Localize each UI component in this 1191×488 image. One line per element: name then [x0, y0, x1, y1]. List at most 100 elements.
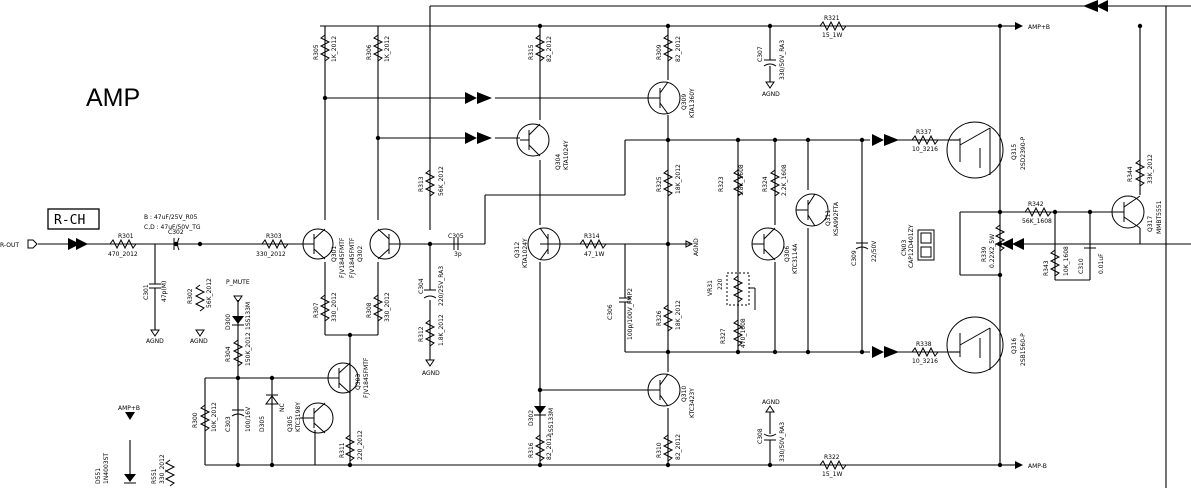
r301-value: 470_2012	[108, 251, 138, 258]
channel-tag: R-CH	[54, 213, 85, 228]
q304-value: KTA1024Y	[563, 140, 570, 170]
r342-label: R342	[1028, 201, 1044, 208]
c308-value: 330/50V_RA3	[779, 422, 786, 462]
q305-value: KTC3198Y	[295, 402, 302, 432]
q305-symbol	[300, 402, 334, 434]
r300-label: R300	[192, 412, 199, 428]
c308-label: C308	[757, 428, 764, 444]
r337-symbol	[911, 134, 939, 146]
agnd-label-q312: AGND	[693, 238, 700, 256]
r323-value: 1.8K_1608	[738, 164, 745, 196]
r308-label: R308	[366, 302, 373, 318]
c306-symbol	[619, 244, 668, 353]
c309-label: C309	[851, 250, 858, 266]
q306-label: Q306	[784, 246, 791, 262]
r313-value: 56K_2012	[438, 166, 445, 196]
r344-value: 33K_2012	[1147, 154, 1154, 184]
r321-symbol	[819, 20, 847, 32]
c307-symbol	[763, 59, 777, 82]
q311-symbol	[795, 193, 829, 227]
r325-symbol	[662, 169, 674, 197]
r338-label: R338	[916, 341, 932, 348]
r339-value: 0.22X2_5W	[989, 234, 996, 268]
r324-label: R324	[762, 176, 769, 192]
q304-symbol	[516, 123, 550, 157]
d305-label: D305	[259, 416, 266, 432]
q312-value: KTA1024Y	[522, 238, 529, 268]
r327-label: R327	[720, 328, 727, 344]
r338-value: 10_3216	[912, 358, 938, 365]
r300-value: 10K_2012	[211, 402, 218, 432]
q301-value: FJV1845FMTF	[339, 237, 346, 278]
q315-symbol	[946, 121, 1004, 179]
d305-value: NC	[279, 403, 286, 412]
r309-value: 82_2012	[675, 36, 682, 62]
q311-label: Q311	[825, 210, 832, 226]
r306-symbol	[372, 34, 384, 62]
q312-symbol	[527, 227, 561, 261]
d302-value: 1SS133M	[548, 408, 555, 436]
r321-value: 15_1W	[822, 32, 842, 39]
r338-symbol	[911, 346, 939, 358]
c310-symbol	[1084, 243, 1096, 249]
r311-symbol	[344, 434, 356, 462]
r312-label: R312	[418, 326, 425, 342]
channel-tag-box	[47, 208, 100, 230]
r315-label: R315	[528, 44, 535, 60]
r322-label: R322	[824, 454, 840, 461]
r307-label: R307	[313, 302, 320, 318]
r327-symbol	[732, 319, 744, 347]
r310-symbol	[662, 434, 674, 462]
agnd-label-r302: AGND	[190, 338, 208, 345]
r310-label: R310	[656, 442, 663, 458]
r323-label: R323	[718, 176, 725, 192]
r326-symbol	[662, 304, 674, 332]
r337-label: R337	[916, 129, 932, 136]
c301-symbol	[149, 244, 161, 330]
q301-label: Q301	[331, 246, 338, 262]
q301-symbol	[302, 228, 334, 260]
cap-note-line-1: B : 47uF/25V_R05	[144, 214, 198, 221]
cn03-value: CAP12D401ZY	[908, 224, 915, 268]
q309-symbol	[647, 81, 681, 115]
c309-symbol	[855, 242, 869, 250]
r311-value: 220_2012	[357, 430, 364, 460]
r342-value: 56K_1608	[1022, 218, 1052, 225]
connector-arrows	[27, 0, 1108, 469]
r305-label: R305	[313, 44, 320, 60]
r339-label: R339	[981, 246, 988, 262]
c303-label: C303	[225, 416, 232, 432]
r337-value: 10_3216	[912, 146, 938, 153]
r308-symbol	[372, 294, 384, 322]
c302-label: C302	[168, 229, 184, 236]
r551-symbol	[164, 459, 176, 487]
r304-value: 150K_2012	[245, 332, 252, 366]
r310-value: 82_2012	[675, 434, 682, 460]
q304-label: Q304	[555, 154, 562, 170]
p-mute-label: P_MUTE	[226, 279, 250, 286]
q303-value: FJV1845FMTF	[363, 357, 370, 398]
c304-value: 220/25V_RA3	[438, 266, 445, 306]
r323-symbol	[732, 169, 744, 197]
r327-value: 470_1608	[740, 318, 747, 348]
r322-symbol	[819, 459, 847, 471]
r315-symbol	[534, 34, 546, 62]
d551-label: D551	[95, 468, 102, 484]
c304-label: C304	[418, 278, 425, 294]
cn03-label: CN03	[901, 240, 908, 256]
q311-value: KSA992FTA	[833, 201, 840, 236]
r312-value: 1.8K_2012	[438, 314, 445, 346]
r307-symbol	[319, 294, 331, 322]
r314-value: 47_1W	[584, 251, 604, 258]
r321-label: R321	[824, 15, 840, 22]
junctions	[173, 23, 1143, 468]
r344-symbol	[1134, 159, 1146, 187]
amp-pos-label: AMP+B	[1028, 24, 1050, 31]
r343-symbol	[1049, 249, 1061, 277]
q306-symbol	[751, 227, 785, 261]
agnd-label-r312: AGND	[422, 370, 440, 377]
c305-value: 3p	[454, 251, 462, 258]
agnd-label-c307: AGND	[762, 91, 780, 98]
r303-symbol	[261, 238, 289, 250]
